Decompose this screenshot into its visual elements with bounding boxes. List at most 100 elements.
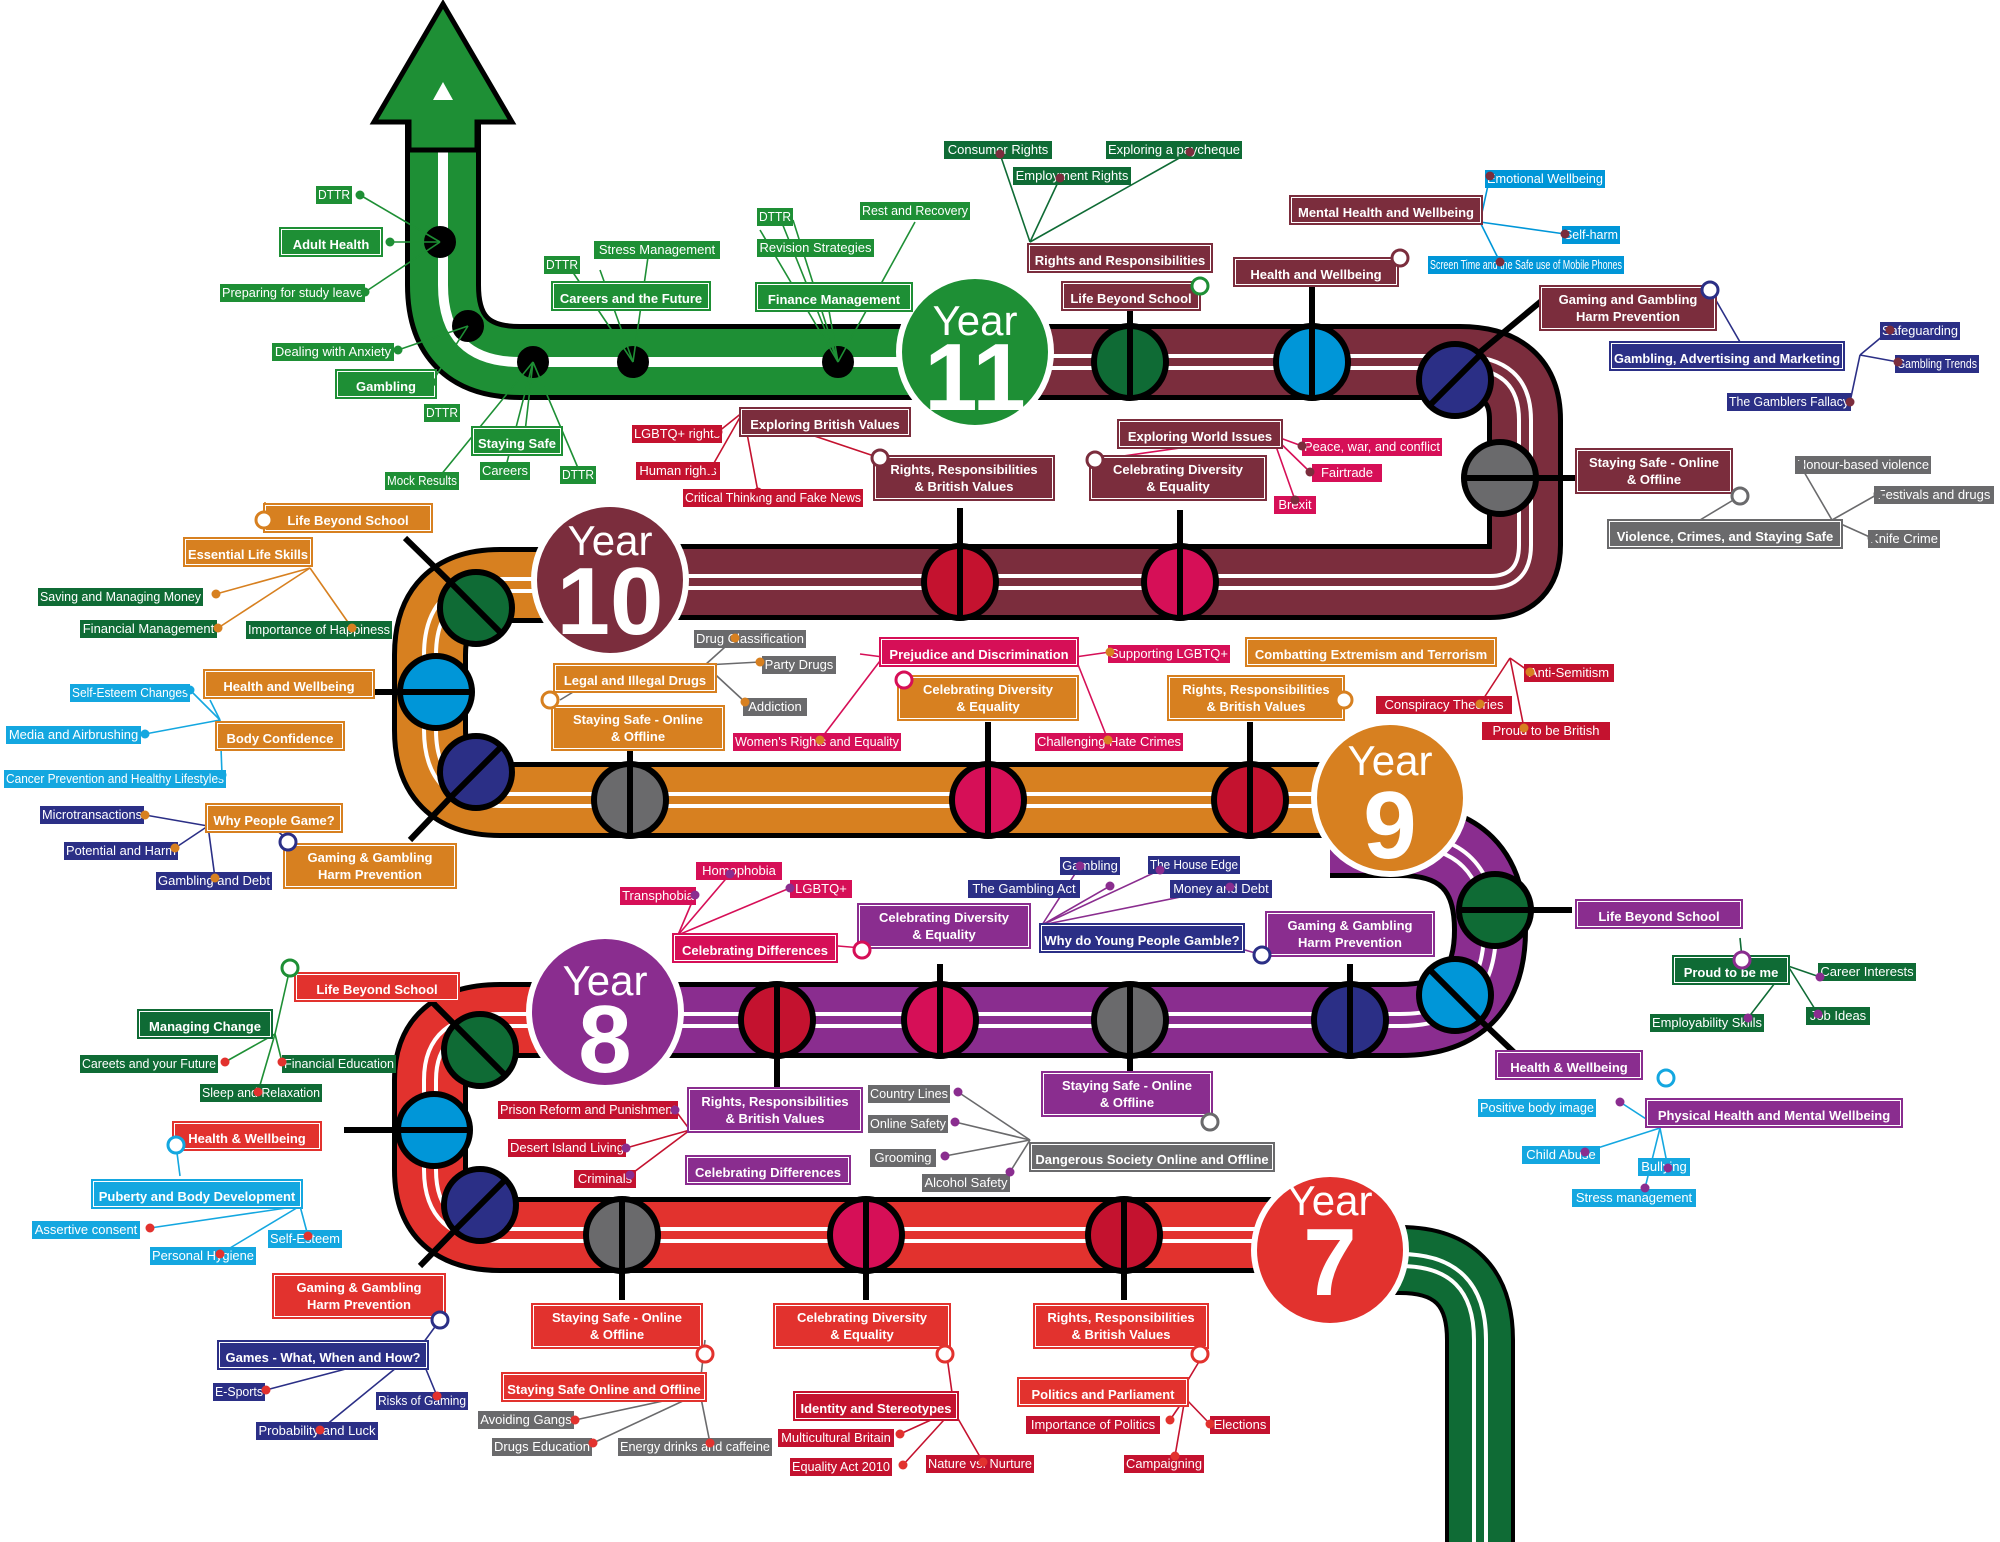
label-y8-assertive: Assertive consent [32, 1221, 140, 1239]
label-text: Emotional Wellbeing [1487, 171, 1603, 186]
label-y8-grooming: Grooming [870, 1149, 936, 1167]
label-text: Conspiracy Theories [1385, 697, 1504, 712]
connector-dot [185, 685, 195, 695]
junction-ring [1390, 248, 1410, 268]
label-text: Celebrating Diversity [879, 910, 1010, 925]
connector-dot [713, 427, 723, 437]
connector-dot [217, 770, 227, 780]
label-text: Brexit [1278, 497, 1312, 512]
label-y7-campaigning: Campaigning [1124, 1455, 1204, 1473]
junction-ring [278, 832, 298, 852]
label-y9-cel-diff: Celebrating Differences [672, 933, 838, 963]
label-y10-health-wellbeing: Health and Wellbeing [203, 669, 375, 699]
label-text: LGBTQ+ rights [634, 426, 720, 441]
label-y9-gambling: Gambling [1060, 857, 1120, 875]
label-y7-rrbv-1: Rights, Responsibilities& British Values [1033, 1303, 1209, 1349]
label-text-line2: & Equality [956, 699, 1020, 714]
label-text: Energy drinks and caffeine [620, 1439, 770, 1454]
connector-dot [261, 1385, 271, 1395]
label-text: Why do Young People Gamble? [1044, 933, 1239, 948]
junction-ring [852, 940, 872, 960]
label-text: Health & Wellbeing [188, 1131, 306, 1146]
label-text: DTTR [546, 257, 578, 272]
label-text: Puberty and Body Development [99, 1189, 296, 1204]
label-text: Gambling, Advertising and Marketing [1614, 351, 1840, 366]
label-text-line2: & British Values [915, 479, 1014, 494]
connector-dot [755, 657, 765, 667]
svg-text:Year: Year [563, 957, 648, 1004]
label-text: Supporting LGBTQ+ [1110, 646, 1228, 661]
label-text: Cancer Prevention and Healthy Lifestyles [6, 771, 224, 786]
connector-dot [570, 1415, 580, 1425]
label-text: Staying Safe - Online [552, 1310, 682, 1325]
label-text: Rights, Responsibilities [1047, 1310, 1194, 1325]
label-y11-emotional: Emotional Wellbeing [1485, 170, 1605, 188]
label-y10-rrbv-1: Rights, Responsibilities& British Values [873, 455, 1055, 501]
connector-dot [670, 1105, 680, 1115]
label-text: Critical Thinking and Fake News [685, 490, 861, 505]
label-text: Financial Education [284, 1056, 394, 1071]
connector-dot [1185, 147, 1195, 157]
label-y7-identity: Identity and Stereotypes [793, 1391, 959, 1421]
label-text: The Gamblers Fallacy [1729, 394, 1849, 409]
connector-dot [1845, 397, 1855, 407]
label-text: Violence, Crimes, and Staying Safe [1617, 529, 1834, 544]
label-y7-elections: Elections [1210, 1416, 1270, 1434]
connector-dot [621, 1143, 631, 1153]
label-text: Mental Health and Wellbeing [1298, 205, 1474, 220]
junction-ring [894, 670, 914, 690]
connector-dot [303, 1231, 313, 1241]
label-y7-cde-1: Celebrating Diversity& Equality [773, 1303, 951, 1349]
label-text: Proud to be me [1684, 965, 1779, 980]
label-y10-peace: Peace, war, and conflict [1302, 438, 1442, 456]
connector-dot [588, 1438, 598, 1448]
svg-text:Year: Year [1288, 1177, 1373, 1224]
svg-text:9: 9 [1363, 772, 1416, 879]
label-text-line2: & Equality [912, 927, 976, 942]
connector-dot [1885, 325, 1895, 335]
label-text: Gambling [356, 379, 416, 394]
connector-dot [690, 890, 700, 900]
connector-dot [1495, 257, 1505, 267]
label-y8-child-abuse: Child Abuse [1522, 1146, 1600, 1164]
label-text: Identity and Stereotypes [801, 1401, 952, 1416]
label-text: Health and Wellbeing [1250, 267, 1381, 282]
connector-dot [1615, 1097, 1625, 1107]
label-text: Assertive consent [35, 1222, 138, 1237]
connector-dot [220, 1057, 230, 1067]
label-text: The Gambling Act [972, 881, 1076, 896]
label-y11-rest: Rest and Recovery [860, 202, 970, 220]
label-y7-ss-sub: Staying Safe Online and Offline [501, 1372, 707, 1402]
label-text: Gaming and Gambling [1559, 292, 1698, 307]
label-text: E-Sports [215, 1384, 263, 1399]
label-y11-fallacy: The Gamblers Fallacy [1727, 393, 1851, 411]
label-text: Celebrating Differences [695, 1165, 841, 1180]
connector-dot [953, 1087, 963, 1097]
connector-dot [898, 1460, 908, 1470]
label-text: DTTR [318, 187, 350, 202]
label-y9-legal-drugs: Legal and Illegal Drugs [553, 663, 717, 693]
label-text: Preparing for study leave [222, 285, 363, 300]
connector-dot [347, 623, 357, 633]
svg-text:Year: Year [933, 297, 1018, 344]
label-y11-mh-wellbeing: Mental Health and Wellbeing [1289, 195, 1483, 225]
label-y9-life-beyond: Life Beyond School [1575, 899, 1743, 929]
label-text: Health & Wellbeing [1510, 1060, 1628, 1075]
label-text-line2: & Equality [1146, 479, 1210, 494]
connector-dot [1205, 1419, 1215, 1429]
connector-dot [315, 1425, 325, 1435]
label-text: Dealing with Anxiety [275, 344, 392, 359]
label-y11-self-harm: Self-harm [1562, 226, 1620, 244]
label-text: Fairtrade [1321, 465, 1373, 480]
label-text: Staying Safe - Online [1062, 1078, 1192, 1093]
year8-badge: Year 8 [526, 933, 684, 1093]
label-y7-importance: Importance of Politics [1026, 1416, 1160, 1434]
label-y8-careers-future: Careets and your Future [80, 1055, 218, 1073]
label-y10-world-issues: Exploring World Issues [1117, 419, 1283, 449]
label-y7-drugs-ed: Drugs Education [492, 1438, 592, 1456]
connector-dot [140, 729, 150, 739]
label-y8-physical: Physical Health and Mental Wellbeing [1645, 1098, 1903, 1128]
label-text: Media and Airbrushing [9, 727, 138, 742]
